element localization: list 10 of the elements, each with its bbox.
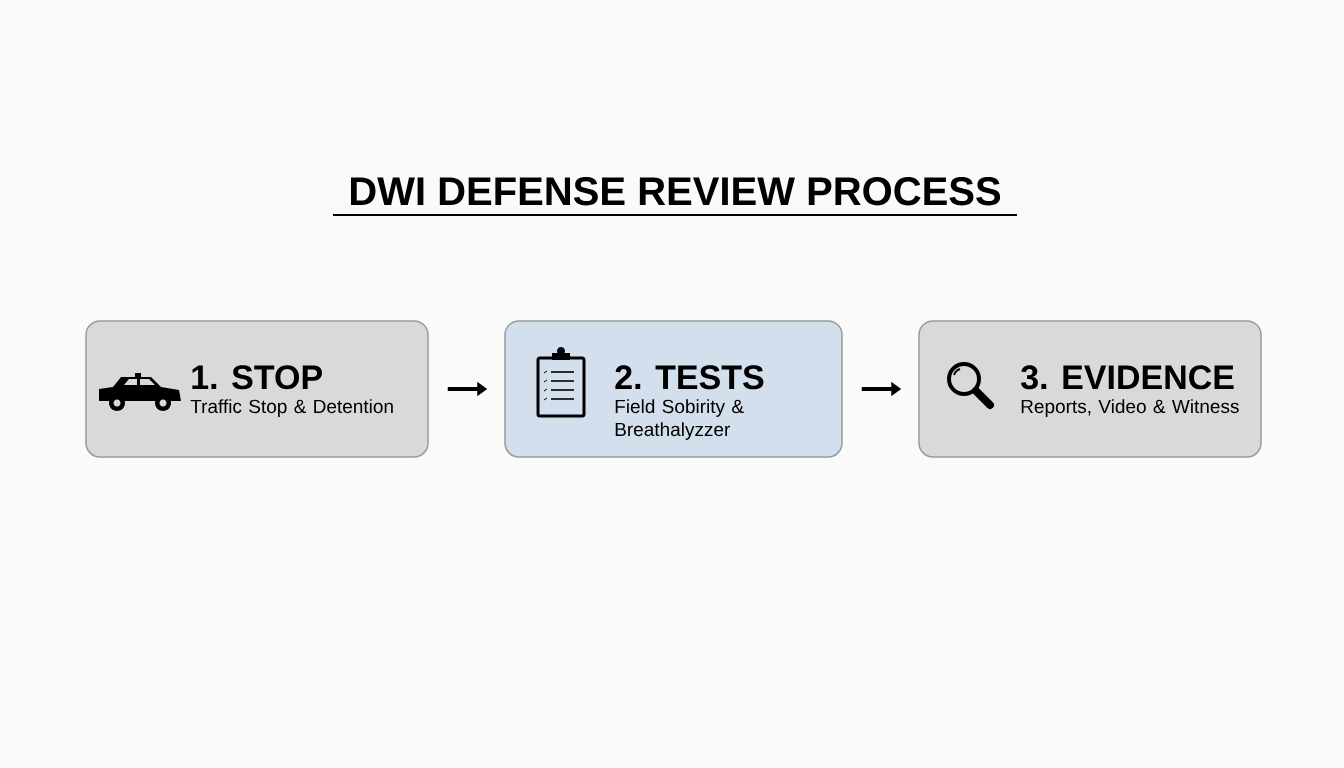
step-description: Traffic Stop & Detention [190, 399, 393, 417]
title: DWI DEFENSE REVIEW PROCESS [351, 177, 1001, 206]
step-box [918, 320, 1262, 458]
step-box [85, 320, 429, 458]
step-heading: 2. TESTS [615, 365, 764, 390]
step-heading: 1. STOP [192, 365, 322, 390]
step-box [504, 320, 843, 458]
step-heading: 3. EVIDENCE [1021, 365, 1234, 390]
step-description: Field Sobirity & Breathalyzzer [615, 399, 744, 440]
step-description: Reports, Video & Witness [1021, 399, 1239, 417]
